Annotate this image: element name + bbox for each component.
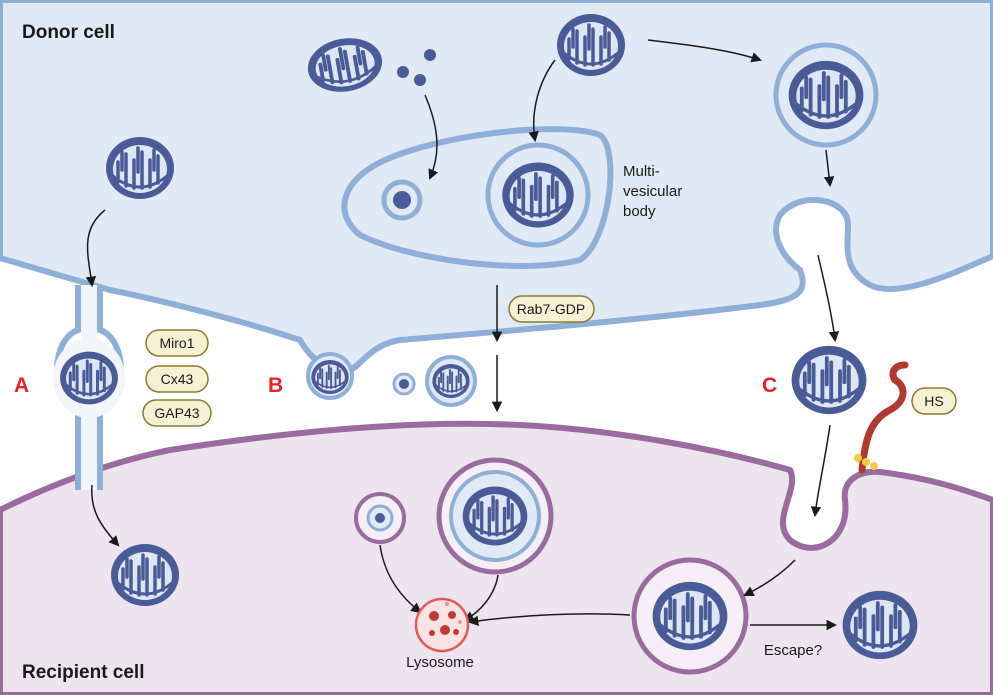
hs-pill: HS [911, 387, 957, 415]
mitochondrion-in-donor-vesicle [786, 58, 866, 132]
mitochondrion-in-endosome [461, 484, 529, 548]
transferred-mitochondrion-a [109, 542, 181, 608]
lysosome [414, 597, 470, 653]
escape-label: Escape? [764, 642, 822, 659]
protein-pill-gap43: GAP43 [142, 399, 212, 427]
mito-fragment [424, 49, 436, 61]
panel-label-b: B [268, 374, 283, 397]
arrow-mito-to-mvb [528, 59, 556, 143]
arrow-exocytosis [817, 254, 840, 343]
hs-label: HS [924, 393, 943, 409]
recipient-cell-title: Recipient cell [22, 662, 145, 683]
mitochondrion-in-mvb [500, 160, 576, 230]
mitochondrion-budding [310, 358, 350, 396]
mvb-label-line3: body [623, 203, 656, 220]
mvb-label-line2: vesicular [623, 183, 682, 200]
arrow-endocytosis [810, 424, 831, 518]
rab7-label: Rab7-GDP [517, 301, 585, 317]
protein-pill-cx43: Cx43 [145, 365, 209, 393]
panel-label-a: A [14, 374, 29, 397]
vesicle-core [399, 379, 409, 389]
mito-fragment [414, 74, 426, 86]
arrow-mito-to-vesicle [647, 39, 762, 63]
escaped-mitochondrion [840, 588, 920, 662]
arrow-small-endosome-to-lysosome [379, 544, 422, 614]
protein-label: Cx43 [161, 371, 194, 387]
arrow-endocytosis-to-endosome [743, 559, 796, 596]
rab7-pill: Rab7-GDP [508, 295, 595, 323]
free-mitochondrion-c [789, 343, 869, 417]
protein-pill-miro1: Miro1 [145, 329, 209, 357]
arrow-endosome-to-lysosome [467, 613, 631, 627]
mitochondrion-in-released-vesicle [431, 362, 471, 400]
donor-mitochondrion-b [555, 12, 627, 78]
mitochondrion-in-channel [58, 350, 120, 406]
mitochondrion-in-endosome-c [650, 579, 730, 653]
arrow-a-out [91, 484, 120, 547]
arrow-fragment-to-mvb [424, 94, 439, 180]
hs-bead [862, 458, 870, 466]
mito-fragment [397, 66, 409, 78]
vesicle-core [393, 191, 411, 209]
arrow-vesicle-down [823, 149, 835, 188]
hs-bead [870, 462, 878, 470]
donor-mitochondrion-a [104, 135, 176, 201]
protein-label: Miro1 [159, 335, 194, 351]
vesicle-core [375, 513, 385, 523]
mvb-label-line1: Multi- [623, 163, 660, 180]
donor-cell-title: Donor cell [22, 22, 115, 43]
lysosome-label: Lysosome [406, 654, 474, 671]
protein-label: GAP43 [154, 405, 199, 421]
heparan-sulfate-chain [858, 361, 909, 474]
hs-bead [854, 454, 862, 462]
arrow-a-down [85, 209, 106, 288]
panel-label-c: C [762, 374, 777, 397]
